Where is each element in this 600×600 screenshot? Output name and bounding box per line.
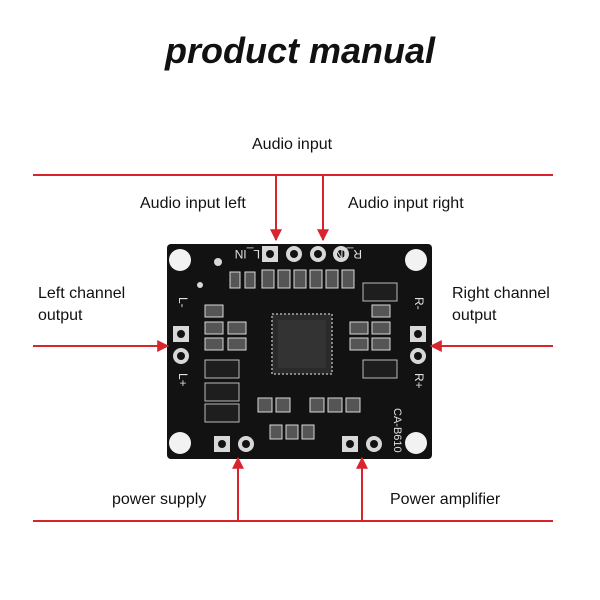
audio-input-left-label: Audio input left: [140, 195, 246, 212]
power-pads: [214, 436, 382, 452]
left-output-pads: [173, 326, 189, 364]
mounting-hole-icon: [169, 432, 191, 454]
power-amplifier-label: Power amplifier: [390, 491, 501, 508]
mounting-hole-icon: [405, 432, 427, 454]
audio-input-label: Audio input: [252, 136, 333, 153]
silk-l-in: L_IN: [235, 247, 260, 261]
silk-l-plus: L+: [176, 373, 190, 387]
left-channel-output-label: Left channel output: [38, 285, 126, 324]
pcb-board: L_IN R_IN L- L+ R- R+ CA-B610: [167, 244, 432, 459]
input-pads: [262, 246, 349, 262]
mounting-hole-icon: [405, 249, 427, 271]
amplifier-chip: [271, 313, 333, 375]
silk-l-minus: L-: [176, 297, 190, 308]
silk-r-in: R_IN: [335, 247, 362, 261]
silk-r-minus: R-: [412, 297, 426, 310]
page-title: product manual: [164, 30, 436, 71]
right-output-pads: [410, 326, 426, 364]
silk-r-plus: R+: [412, 373, 426, 389]
silk-model: CA-B610: [391, 408, 403, 453]
mounting-hole-icon: [169, 249, 191, 271]
callout-lines: [33, 174, 553, 522]
audio-input-right-label: Audio input right: [348, 195, 464, 212]
right-channel-output-label: Right channel output: [452, 285, 550, 324]
power-supply-label: power supply: [112, 491, 207, 508]
